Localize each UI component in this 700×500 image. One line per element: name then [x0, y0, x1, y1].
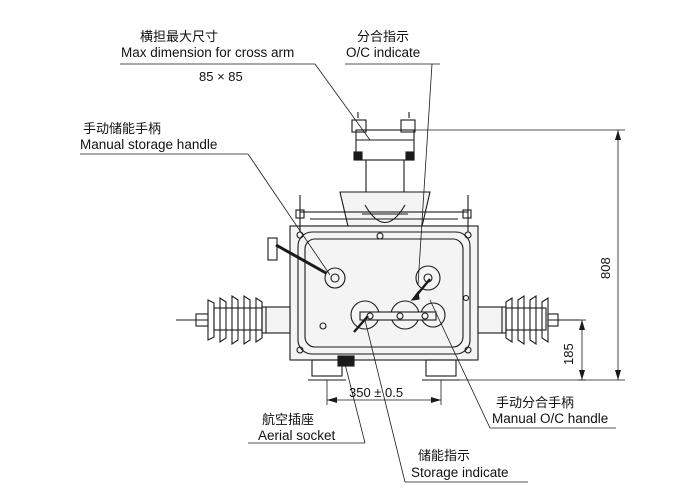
cross-arm-bracket [339, 112, 431, 236]
mount-spacing-label: 350 ± 0.5 [349, 385, 404, 400]
storage-indicate-label-en: Storage indicate [411, 465, 509, 480]
oc-indicate-label-zh: 分合指示 [357, 29, 410, 44]
main-housing [289, 225, 479, 361]
housing-screws [319, 232, 470, 330]
oc-indicate-label-en: O/C indicate [346, 45, 421, 60]
aerial-socket-label-en: Aerial socket [258, 428, 336, 443]
indicator-bar [350, 300, 446, 333]
cross-arm-label-zh: 横担最大尺寸 [140, 29, 219, 44]
cross-arm-value: 85 × 85 [199, 69, 243, 84]
aerial-socket-label-zh: 航空插座 [262, 412, 315, 427]
dimension-808 [405, 129, 625, 381]
base-height-label: 185 [561, 343, 576, 365]
right-insulator [477, 294, 580, 346]
storage-indicate-label-zh: 储能指示 [418, 448, 471, 463]
cross-arm-label-en: Max dimension for cross arm [121, 45, 295, 60]
storage-handle-label-zh: 手动储能手柄 [83, 121, 162, 136]
oc-handle-label-zh: 手动分合手柄 [496, 395, 575, 410]
leader-lines [80, 63, 616, 483]
oc-indicator-dial [410, 265, 441, 301]
dimension-350 [326, 380, 442, 405]
oc-handle-label-en: Manual O/C handle [492, 411, 609, 426]
overall-height-label: 808 [598, 257, 613, 279]
dimension-185 [578, 319, 586, 381]
storage-handle-dial [267, 237, 346, 289]
left-insulator [176, 294, 291, 346]
storage-handle-label-en: Manual storage handle [80, 137, 218, 152]
